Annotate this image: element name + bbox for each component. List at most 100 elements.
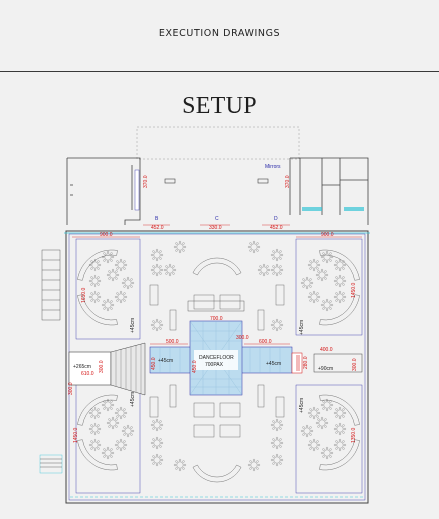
chair [173,268,177,272]
chair [126,434,130,438]
chair [123,447,126,450]
chair [101,451,105,455]
chair [88,279,92,283]
chair [124,263,128,267]
chair [249,249,252,252]
chair [124,295,128,299]
round-table [323,301,331,309]
chair [324,270,327,273]
chair [317,411,321,415]
chair [93,438,97,442]
round-table [273,456,281,464]
chair [252,240,256,244]
chair [320,403,324,407]
curved-sofa [319,294,360,326]
chair [106,308,110,312]
chair [155,428,159,432]
chair [119,416,123,420]
chair [333,411,337,415]
chair [159,250,162,253]
chair [342,267,345,270]
chair [131,281,135,285]
chair [312,448,316,452]
chair [124,443,128,447]
chair [309,440,312,443]
chair [322,407,325,410]
chair [155,273,159,277]
chair [279,420,282,423]
chair [279,327,282,330]
chair [159,445,162,448]
chair [325,308,329,312]
chair [279,272,282,275]
long-table [219,402,241,418]
chair [183,245,187,249]
chair [114,263,118,267]
chair [335,299,338,302]
chair [131,429,135,433]
chair [317,443,321,447]
chair [257,268,261,272]
chair [316,292,319,295]
chair [279,257,282,260]
chair [103,300,106,303]
round-table [109,419,117,427]
chair [310,281,314,285]
dim-right-vert-top: 1450.0 [351,282,357,298]
chair [90,424,93,427]
chair [116,260,119,263]
chair [309,447,312,450]
chair [320,426,324,430]
round-table [250,461,258,469]
chair [329,252,332,255]
chair [279,250,282,253]
round-table [310,293,318,301]
round-table [273,321,281,329]
chair [280,268,284,272]
chair [320,268,324,272]
curved-sofa [319,394,360,426]
round-table [310,261,318,269]
lobby-right [289,157,369,225]
chair [182,467,185,470]
chair [279,445,282,448]
chair [159,438,162,441]
chair [335,424,338,427]
long-table [193,402,215,418]
chair [178,240,182,244]
chair [97,424,100,427]
chair [98,411,102,415]
chair [93,300,97,304]
dim-right-vert-bottom: 1350.0 [351,427,357,443]
chair [309,278,312,281]
chair [317,425,320,428]
chair [333,279,337,283]
chair [330,403,334,407]
chair [325,446,329,450]
chair [307,443,311,447]
dim-right-mid2: 280.0 [303,356,309,369]
chair [121,281,125,285]
chair [116,408,119,411]
chair [111,416,115,420]
chair [342,299,345,302]
chair [343,295,347,299]
chair [316,260,319,263]
dim-lobby-right: 370.0 [285,175,291,188]
chair [342,260,345,263]
round-table [91,261,99,269]
round-table [91,277,99,285]
chair [119,300,123,304]
chair [342,276,345,279]
chair [175,460,178,463]
chair [115,270,118,273]
chair [275,428,279,432]
chair [103,252,106,255]
chair [155,463,159,467]
chair [93,432,97,436]
chair [160,253,164,257]
chair [249,242,252,245]
chair [309,299,312,302]
round-table [310,409,318,417]
chair [275,446,279,450]
